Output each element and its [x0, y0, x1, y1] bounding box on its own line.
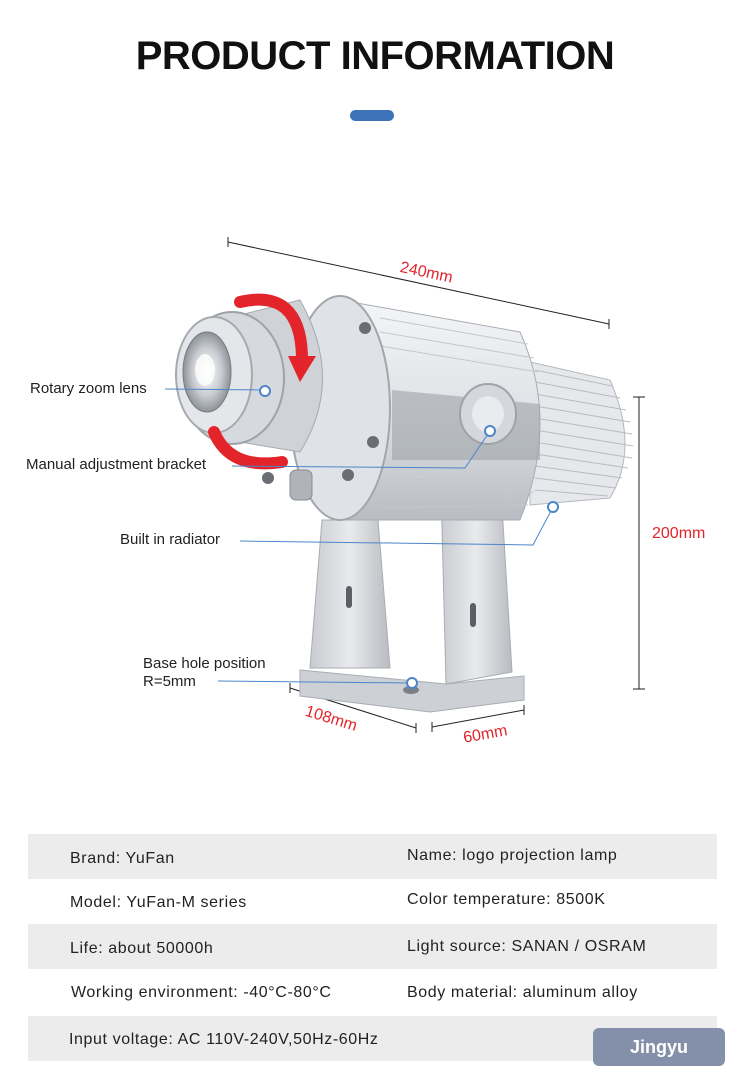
spec-color-temperature: Color temperature: 8500K: [407, 891, 606, 908]
product-diagram: [164, 237, 645, 733]
callout-dot-base: [406, 677, 418, 689]
callout-line-base: [217, 680, 413, 684]
dimension-line-base-width: [431, 705, 525, 732]
dimension-line-height: [633, 396, 645, 690]
dimension-height-label: 200mm: [652, 525, 706, 542]
callout-manual-adjustment-bracket: Manual adjustment bracket: [26, 456, 207, 473]
adjustment-knob: [459, 383, 517, 445]
spec-input-voltage: Input voltage: AC 110V-240V,50Hz-60Hz: [69, 1031, 379, 1048]
spec-working-environment: Working environment: -40°C-80°C: [71, 984, 332, 1001]
callout-dot-lens: [259, 385, 271, 397]
page-title: PRODUCT INFORMATION: [135, 34, 615, 78]
callout-line-lens: [164, 388, 265, 391]
spec-row: Model: YuFan-M series Color temperature:…: [28, 879, 717, 924]
callout-base-hole-position: Base hole position: [143, 655, 266, 672]
callout-line-radiator: [239, 506, 554, 546]
spec-row: Life: about 50000h Light source: SANAN /…: [28, 924, 717, 969]
spec-life: Life: about 50000h: [70, 940, 214, 957]
callout-dot-bracket: [484, 425, 496, 437]
spec-light-source: Light source: SANAN / OSRAM: [407, 938, 647, 955]
spec-model: Model: YuFan-M series: [70, 894, 247, 911]
radiator-fins: [529, 361, 634, 506]
callout-rotary-zoom-lens: Rotary zoom lens: [30, 380, 147, 397]
dimension-line-length: [227, 237, 610, 329]
spec-row: Brand: YuFan Name: logo projection lamp: [28, 834, 717, 879]
spec-row: Working environment: -40°C-80°C Body mat…: [28, 969, 717, 1014]
rotation-arrow-icon: [208, 293, 308, 470]
callout-base-hole-radius: R=5mm: [143, 673, 196, 690]
spec-name: Name: logo projection lamp: [407, 847, 618, 864]
zoom-lens: [175, 299, 323, 453]
spec-body-material: Body material: aluminum alloy: [407, 984, 638, 1001]
rotation-arrowhead-icon: [288, 356, 316, 382]
spec-brand: Brand: YuFan: [70, 850, 175, 867]
callout-line-bracket: [231, 430, 491, 469]
callout-built-in-radiator: Built in radiator: [120, 531, 221, 548]
title-accent-bar: [350, 110, 394, 121]
callout-dot-radiator: [547, 501, 559, 513]
watermark-badge: Jingyu: [593, 1028, 725, 1066]
